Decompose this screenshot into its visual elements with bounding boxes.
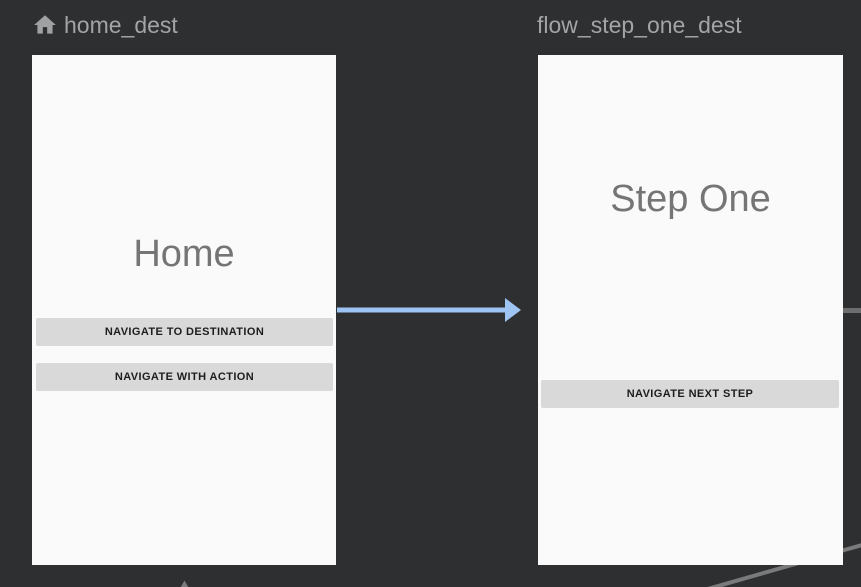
offscreen-right-edge[interactable] <box>842 308 861 313</box>
screen-title-home: Home <box>133 233 235 275</box>
destination-card-flow-step-one[interactable]: Step One NAVIGATE NEXT STEP <box>538 55 843 565</box>
screen-title-step-one: Step One <box>610 178 771 220</box>
home-icon <box>32 12 58 38</box>
preview-button-navigate-with-action: NAVIGATE WITH ACTION <box>36 363 333 391</box>
destination-header-flow-step-one[interactable]: flow_step_one_dest <box>537 9 742 41</box>
destination-label-flow-step-one: flow_step_one_dest <box>537 11 742 38</box>
incoming-bottom-arrowhead-icon[interactable] <box>175 580 194 587</box>
destination-header-home[interactable]: home_dest <box>32 9 178 41</box>
destination-label-home: home_dest <box>64 11 178 38</box>
destination-card-home[interactable]: Home NAVIGATE TO DESTINATION NAVIGATE WI… <box>32 55 336 565</box>
action-arrow-home-to-flow-step-one[interactable] <box>336 297 522 323</box>
arrowhead-right-icon <box>505 298 521 322</box>
preview-button-navigate-to-destination: NAVIGATE TO DESTINATION <box>36 318 333 346</box>
preview-button-navigate-next-step: NAVIGATE NEXT STEP <box>541 380 839 408</box>
